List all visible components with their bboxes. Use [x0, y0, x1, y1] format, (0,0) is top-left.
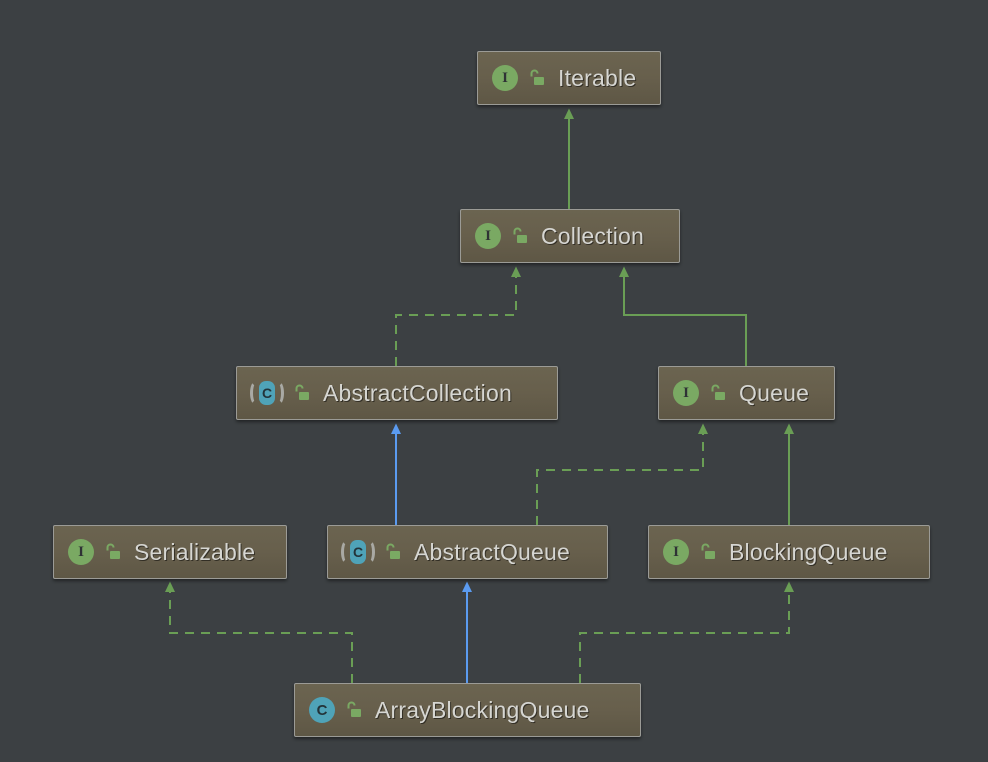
class-icon: C [309, 697, 335, 723]
interface-icon: I [492, 65, 518, 91]
node-label: AbstractCollection [323, 379, 512, 406]
node-icon-group: I [663, 539, 716, 565]
node-icon-group: C [341, 539, 401, 565]
node-label: AbstractQueue [414, 538, 571, 565]
node-icon-group: I [68, 539, 121, 565]
interface-icon: I [68, 539, 94, 565]
node-label: ArrayBlockingQueue [375, 696, 590, 723]
node-label: Serializable [134, 538, 256, 565]
node-label: Queue [739, 379, 810, 406]
edge-abstract-collection-implements-collection [395, 266, 521, 366]
unlocked-padlock-icon [292, 383, 310, 403]
unlocked-padlock-icon [344, 700, 362, 720]
node-serializable[interactable]: I Serializable [53, 525, 287, 579]
unlocked-padlock-icon [698, 542, 716, 562]
unlocked-padlock-icon [708, 383, 726, 403]
node-array-blocking-queue[interactable]: C ArrayBlockingQueue [294, 683, 641, 737]
edge-array-blocking-queue-implements-blocking-queue [579, 581, 794, 683]
node-iterable[interactable]: I Iterable [477, 51, 661, 105]
abstract-class-icon: C [250, 380, 284, 406]
interface-icon: I [663, 539, 689, 565]
node-icon-group: I [475, 223, 528, 249]
unlocked-padlock-icon [103, 542, 121, 562]
node-label: Collection [541, 222, 644, 249]
node-icon-group: C [250, 380, 310, 406]
node-abstract-queue[interactable]: C AbstractQueue [327, 525, 608, 579]
edge-queue-extends-collection [619, 266, 747, 366]
unlocked-padlock-icon [527, 68, 545, 88]
node-queue[interactable]: I Queue [658, 366, 835, 420]
node-label: BlockingQueue [729, 538, 888, 565]
node-blocking-queue[interactable]: I BlockingQueue [648, 525, 930, 579]
unlocked-padlock-icon [510, 226, 528, 246]
node-icon-group: I [492, 65, 545, 91]
interface-icon: I [673, 380, 699, 406]
edge-array-blocking-queue-implements-serializable [165, 581, 353, 683]
node-collection[interactable]: I Collection [460, 209, 680, 263]
node-icon-group: C [309, 697, 362, 723]
node-icon-group: I [673, 380, 726, 406]
unlocked-padlock-icon [383, 542, 401, 562]
abstract-class-icon: C [341, 539, 375, 565]
interface-icon: I [475, 223, 501, 249]
node-abstract-collection[interactable]: C AbstractCollection [236, 366, 558, 420]
node-label: Iterable [558, 64, 637, 91]
edge-abstract-queue-implements-queue [536, 423, 708, 525]
